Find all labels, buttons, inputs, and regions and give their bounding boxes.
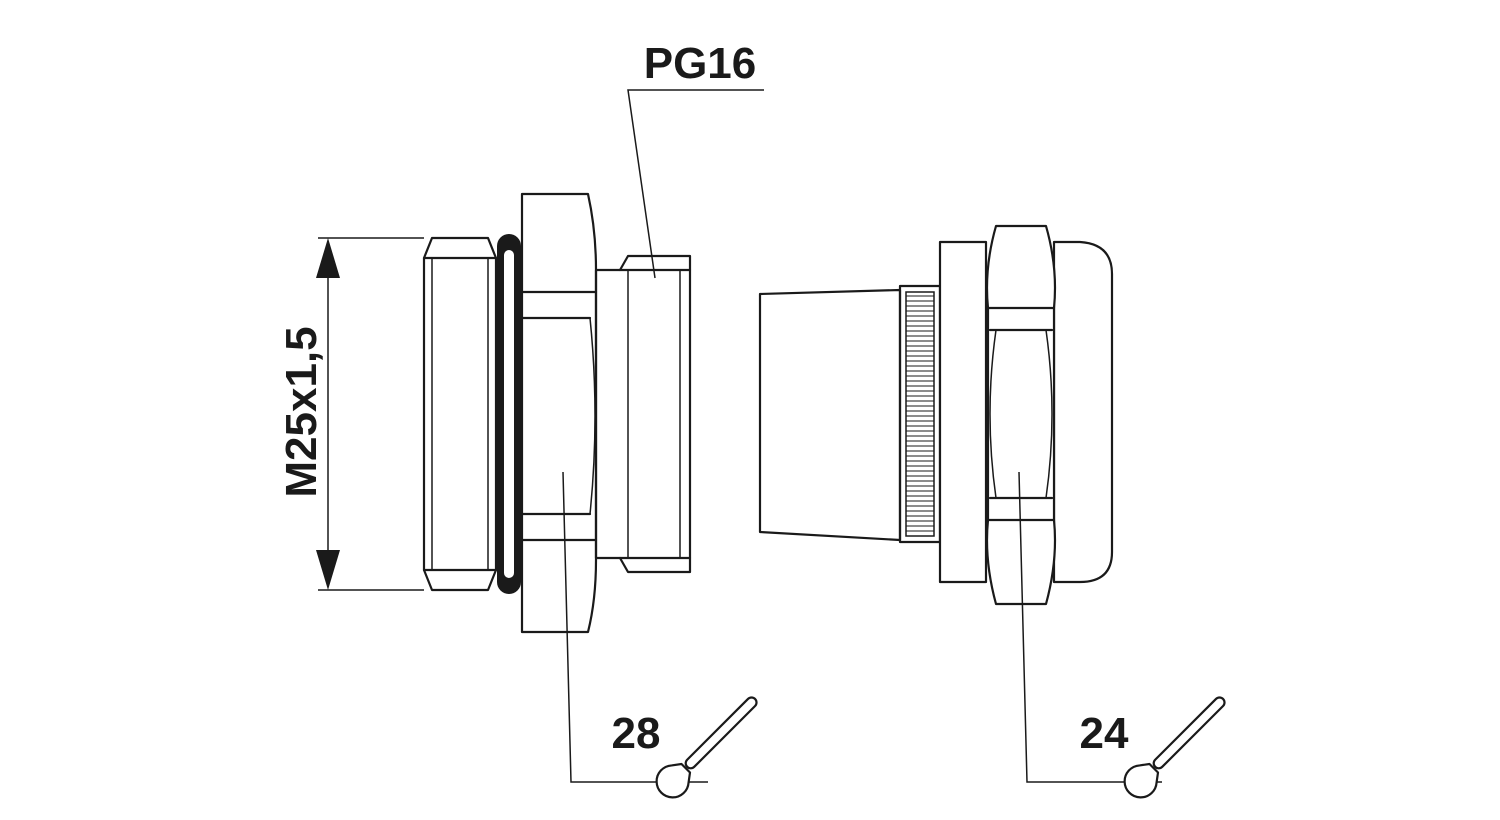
hex-flange-28	[520, 192, 598, 634]
leader-pg16: PG16	[627, 39, 764, 279]
thread-side-label: M25x1,5	[277, 326, 326, 497]
wrench-left-label: 28	[612, 709, 661, 758]
pg16-thread-section	[594, 254, 692, 574]
thread-top-label: PG16	[644, 39, 757, 88]
wrench-right-label: 24	[1080, 709, 1129, 758]
m25-thread-section	[422, 236, 498, 592]
arrow-up-icon	[316, 238, 340, 278]
leader-wrench-28: 28	[562, 471, 758, 799]
cap-nut-assembly	[758, 224, 1114, 606]
o-ring	[497, 234, 521, 594]
cap-flange	[938, 240, 988, 584]
arrow-down-icon	[316, 550, 340, 590]
dome-cap	[1052, 240, 1114, 584]
knurled-ring	[898, 284, 942, 544]
dimension-m25: M25x1,5	[277, 237, 424, 591]
leader-wrench-24: 24	[1018, 471, 1226, 799]
wrench-icon	[1123, 696, 1226, 799]
sealing-insert	[758, 288, 902, 542]
wrench-icon	[655, 696, 758, 799]
reducer-body	[422, 192, 692, 634]
hex-nut-24	[985, 224, 1057, 606]
